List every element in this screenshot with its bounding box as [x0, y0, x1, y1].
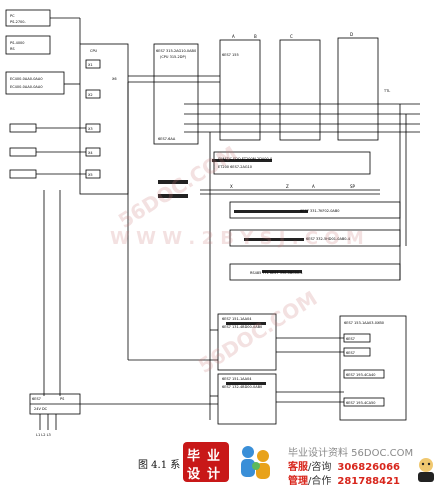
footer-contact: 毕业设计资料 56DOC.COM 客服/咨询 306826066 管理/合作 281… [282, 444, 438, 487]
label-bus-line1: SIMATIC FDO ET200M-2DA00-0 [218, 157, 272, 161]
label-rail2: 6ES7 332-5HD01-0AB0-4 [306, 237, 351, 241]
cpu-slot-x2 [85, 89, 101, 99]
label-io-cap: 6ES7 155 [222, 53, 239, 57]
label-bus-x: X [230, 184, 233, 189]
label-col-c: C [290, 34, 293, 39]
io-module-b [279, 39, 321, 141]
label-right-r2: 6ES7 [346, 351, 355, 355]
logo-char-3: 设 [187, 467, 201, 482]
label-rail3: RS485 TTL 6ES7 390-0BC00-4 [250, 271, 303, 275]
io-module-c [337, 37, 379, 141]
logo-char-4: 计 [207, 467, 221, 482]
footer-row2-key: 管理 [288, 476, 308, 487]
footer-url[interactable]: 毕业设计资料 56DOC.COM [288, 448, 414, 459]
center-cpu-block [153, 43, 199, 145]
label-ttl: TTL [383, 89, 390, 93]
label-right-box-title: 6ES7 153-1AA03-0XB0 [344, 321, 384, 325]
label-cpu-x1: X1 [88, 63, 93, 67]
label-pc: PC [10, 14, 15, 18]
left-module-3 [9, 147, 37, 157]
lower-module-2 [217, 373, 277, 425]
label-bottom-left3: 24V DC [34, 407, 48, 411]
label-ps-left2: RS [10, 47, 15, 51]
label-bottom-terms: L1 L2 L3 [36, 433, 51, 437]
label-col-a: A [232, 34, 235, 39]
label-left-module: EC400-0AA0-0AA0 [10, 77, 43, 81]
footer-row-manage: 管理/合作 281788421 [288, 472, 400, 487]
label-left-module2: EC400-0AA0-0AA0 [10, 85, 43, 89]
label-bottom-left2: PS [60, 397, 65, 401]
logo-char-2: 业 [207, 449, 221, 464]
footer-row2-num: 281788421 [337, 476, 400, 487]
lower-module-1 [217, 313, 277, 371]
people-icon [241, 446, 270, 479]
footer-row1-rest: /咨询 [308, 462, 332, 473]
footer-row1-num: 306826066 [337, 462, 400, 473]
label-bus-z: Z [286, 184, 289, 189]
label-bottom-left1: 6ES7 [32, 397, 41, 401]
label-lower-mod2-title: 6ES7 151-1AA04 [222, 377, 252, 381]
label-bus-sp: SP [350, 184, 356, 189]
label-ps-left: PS-4000 [10, 41, 25, 45]
cpu-slot-x1 [85, 59, 101, 69]
ps-box [5, 35, 51, 55]
label-lower-mod1-title: 6ES7 151-1AA04 [222, 317, 252, 321]
label-cpu-x4: X4 [88, 151, 93, 155]
label-bus-line2: ET200 6ES7-2AG10 [218, 165, 252, 169]
bus-label-box [213, 151, 371, 175]
footer-row-service: 客服/咨询 306826066 [288, 458, 400, 473]
io-module-a [219, 39, 261, 141]
site-logo: 毕 业 设 计 [183, 442, 229, 482]
logo-char-1: 毕 [187, 449, 201, 464]
label-center-block: 6ES7 315-2AG10-0AB0 [156, 49, 196, 53]
label-right-r3: 6ES7 193-4CA40 [346, 373, 375, 377]
figure-caption: 图 4.1 系 [138, 460, 181, 471]
label-right-r4: 6ES7 193-4CA50 [346, 401, 375, 405]
label-right-r1: 6ES7 [346, 337, 355, 341]
label-bus-a: A [312, 184, 315, 189]
footer-row1-key: 客服 [288, 462, 308, 473]
label-cpu-x3: X3 [88, 127, 93, 131]
label-center-foot: 6ES7-6AA [158, 137, 176, 141]
label-lower-mod1-sub: 6ES7 131-4BD00-0AB0 [222, 325, 262, 329]
label-pc-part: PS-2700- [10, 20, 27, 24]
footer-row2-rest: /合作 [308, 476, 332, 487]
label-cpu-tag: CPU [90, 49, 98, 53]
label-col-d: D [350, 32, 353, 37]
label-cpu-x2: X2 [88, 93, 93, 97]
label-col-b: B [254, 34, 257, 39]
left-module-2 [9, 123, 37, 133]
label-cpu-x6: X6 [112, 77, 117, 81]
label-cpu-x5: X5 [88, 173, 93, 177]
avatar-icon [418, 458, 434, 482]
label-center-sub: (CPU 315-2DP) [160, 55, 187, 59]
right-box [339, 315, 407, 421]
left-module-1 [5, 71, 65, 95]
left-module-4 [9, 169, 37, 179]
label-rail1: 6ES7 331-7KF02-0AB0 [300, 209, 339, 213]
label-lower-mod2-sub: 6ES7 132-4BD00-0AB0 [222, 385, 262, 389]
